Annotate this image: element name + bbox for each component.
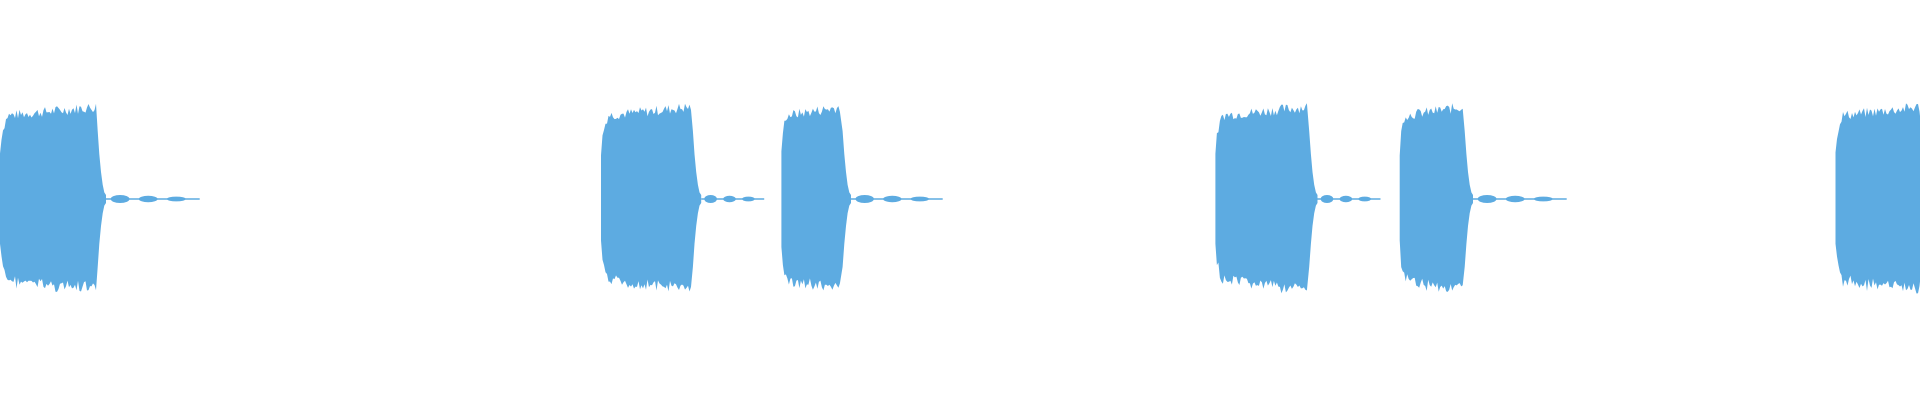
waveform-burst-body	[1399, 103, 1473, 292]
waveform-burst	[0, 103, 200, 292]
waveform-burst	[601, 103, 765, 292]
waveform-burst-body	[0, 103, 106, 292]
waveform-burst-body	[601, 103, 702, 292]
waveform-burst-body	[1215, 103, 1318, 294]
waveform-burst	[1215, 103, 1381, 294]
waveform-burst	[781, 106, 943, 291]
waveform-burst	[1399, 103, 1567, 292]
waveform-burst	[1835, 103, 1920, 294]
waveform-burst-body	[781, 106, 851, 291]
waveform-burst-body	[1835, 103, 1920, 294]
